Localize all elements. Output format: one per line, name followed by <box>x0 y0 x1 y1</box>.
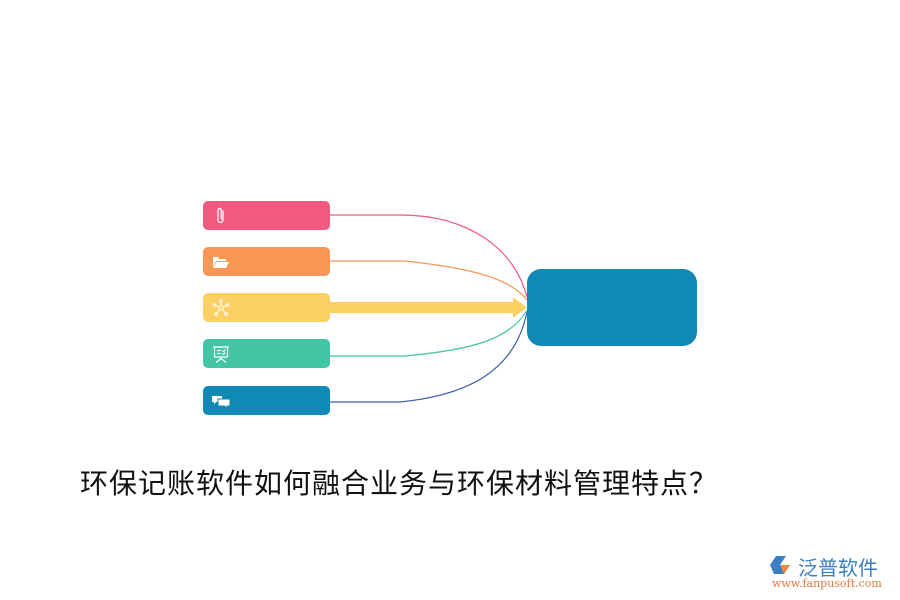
central-topic-box <box>527 269 697 346</box>
page-title: 环保记账软件如何融合业务与环保材料管理特点？ <box>80 467 719 500</box>
network-icon <box>212 299 230 316</box>
folder-icon <box>213 257 229 268</box>
node-network <box>203 293 330 322</box>
node-attachment <box>203 201 330 230</box>
brand-logo: 泛普软件 www.fanpusoft.com <box>770 552 895 597</box>
logo-brand-text: 泛普软件 <box>798 556 878 580</box>
presentation-board-icon <box>213 346 229 363</box>
logo-url-text: www.fanpusoft.com <box>772 577 882 590</box>
node-folder <box>203 247 330 276</box>
fanpu-logo-icon <box>770 556 790 574</box>
node-presentation <box>203 339 330 368</box>
chat-bubbles-icon <box>212 396 231 410</box>
node-chat <box>203 386 330 415</box>
paperclip-icon <box>217 207 224 224</box>
